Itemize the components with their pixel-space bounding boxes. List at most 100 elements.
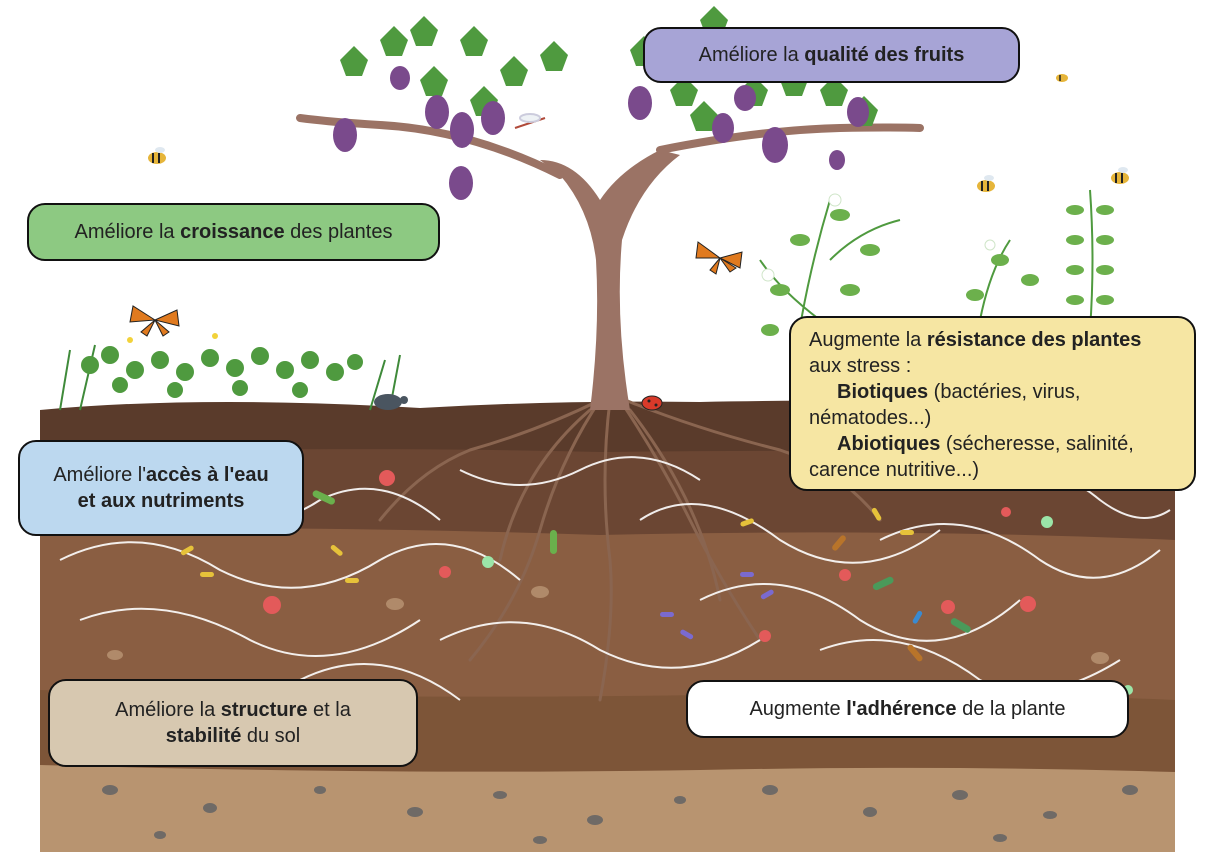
bacteria-icon xyxy=(907,644,923,662)
bacteria-icon xyxy=(760,589,774,600)
callout-text: Augmente xyxy=(749,698,847,720)
root-icon xyxy=(598,398,613,702)
callout-bold-text: Biotiques xyxy=(837,381,929,403)
clover-icon xyxy=(81,346,363,398)
bacteria-icon xyxy=(482,556,494,568)
bacteria-icon xyxy=(379,470,395,486)
butterfly-icon xyxy=(129,305,180,337)
root-icon xyxy=(378,398,602,522)
pea-flowers xyxy=(761,193,996,282)
bacteria-icon xyxy=(950,618,971,633)
bee-icon xyxy=(148,147,166,164)
bacteria-icon xyxy=(740,518,754,527)
pea-leaves xyxy=(761,205,1114,336)
callout-text: aux stress : xyxy=(809,355,912,377)
vine-branch-left xyxy=(296,114,564,179)
callout-bold-text: Abiotiques xyxy=(837,433,941,455)
bacteria-icon xyxy=(912,610,923,624)
callout-plant-adherence: Augmente l'adhérence de la plante xyxy=(686,680,1129,738)
bacteria xyxy=(180,470,1133,695)
bacteria-icon xyxy=(312,490,335,505)
pebble-icon xyxy=(203,803,217,813)
fungal-hyphae-icon xyxy=(459,456,701,486)
callout-bold-text: qualité des fruits xyxy=(804,44,965,66)
grape-cluster-icon xyxy=(628,86,652,120)
grape-cluster-icon xyxy=(425,95,449,129)
pebble-icon xyxy=(1122,785,1138,795)
callout-bold-text: structure xyxy=(220,699,308,721)
callout-stress-resistance: Augmente la résistance des plantes aux s… xyxy=(789,316,1196,491)
grape-cluster-icon xyxy=(333,118,357,152)
bacteria-icon xyxy=(872,576,894,591)
root-icon xyxy=(623,398,882,522)
beetle-icon xyxy=(374,394,408,410)
pebble-icon xyxy=(386,598,404,610)
pebble-icon xyxy=(993,834,1007,842)
pea-plant-icon xyxy=(979,189,1094,331)
pebble-icon xyxy=(314,786,326,794)
bacteria-icon xyxy=(759,630,771,642)
pebble-icon xyxy=(407,807,423,817)
bee-icon xyxy=(1056,74,1068,82)
bacteria-icon xyxy=(439,566,451,578)
root-system xyxy=(378,398,882,702)
butterfly-icon xyxy=(695,241,743,275)
bacteria-icon xyxy=(345,578,359,583)
bacteria-icon xyxy=(839,569,851,581)
clover-flowers xyxy=(96,336,324,348)
pebble-icon xyxy=(1043,811,1057,819)
bacteria-icon xyxy=(1041,516,1053,528)
callout-water-nutrient-access: Améliore l'accès à l'eau et aux nutriment… xyxy=(18,440,304,536)
callout-bold-text: accès à l'eau xyxy=(146,464,269,486)
bee-icon xyxy=(1111,167,1129,184)
grape-cluster-icon xyxy=(481,101,505,135)
grass-blade xyxy=(59,344,401,411)
soil-deep-layer xyxy=(40,765,1175,852)
pebble-icon xyxy=(674,796,686,804)
callout-bold-text: stabilité xyxy=(165,725,242,747)
callout-text: du sol xyxy=(241,725,301,747)
fungal-hyphae-icon xyxy=(699,583,1021,642)
callout-bold-text: résistance des plantes xyxy=(926,329,1142,351)
callout-text: Améliore la xyxy=(698,44,805,66)
callout-text: Améliore l' xyxy=(53,464,147,486)
callout-text: Améliore la xyxy=(74,221,181,243)
callout-plant-growth: Améliore la croissance des plantes xyxy=(27,203,440,261)
ladybug-icon xyxy=(641,395,663,411)
callout-text: (sécheresse, salinité, xyxy=(940,433,1134,455)
fungal-hyphae-icon xyxy=(59,541,521,589)
callout-text: (bactéries, virus, xyxy=(928,381,1081,403)
pebble-icon xyxy=(863,807,877,817)
callout-bold-text: et aux nutriments xyxy=(77,490,245,512)
grape-cluster-icon xyxy=(829,150,845,170)
grape-cluster-icon xyxy=(734,85,756,111)
pebble-icon xyxy=(587,815,603,825)
bacteria-icon xyxy=(900,530,914,535)
bacteria-icon xyxy=(180,545,194,556)
callout-bold-text: l'adhérence xyxy=(846,698,957,720)
bacteria-icon xyxy=(1020,596,1036,612)
callout-text: des plantes xyxy=(284,221,393,243)
callout-text: Améliore la xyxy=(115,699,221,721)
callout-text: carence nutritive...) xyxy=(809,459,980,481)
fungal-hyphae-icon xyxy=(299,663,461,701)
pebble-icon xyxy=(1091,652,1109,664)
bacteria-icon xyxy=(941,600,955,614)
pebble-icon xyxy=(531,586,549,598)
grape-clusters xyxy=(333,66,869,200)
bacteria-icon xyxy=(832,535,846,551)
bacteria-icon xyxy=(740,572,754,577)
callout-text: de la plante xyxy=(956,698,1066,720)
vine-branch-right xyxy=(656,123,924,154)
callout-text: nématodes...) xyxy=(809,407,932,429)
fungal-hyphae-icon xyxy=(639,503,941,564)
fungal-hyphae xyxy=(59,456,1171,701)
pebble-icon xyxy=(952,790,968,800)
root-icon xyxy=(498,408,592,562)
pebble-icon xyxy=(154,831,166,839)
bacteria-icon xyxy=(263,596,281,614)
insects xyxy=(129,74,1129,411)
fungal-hyphae-icon xyxy=(439,621,761,669)
clover-plants xyxy=(59,333,401,411)
pebbles xyxy=(102,586,1138,844)
